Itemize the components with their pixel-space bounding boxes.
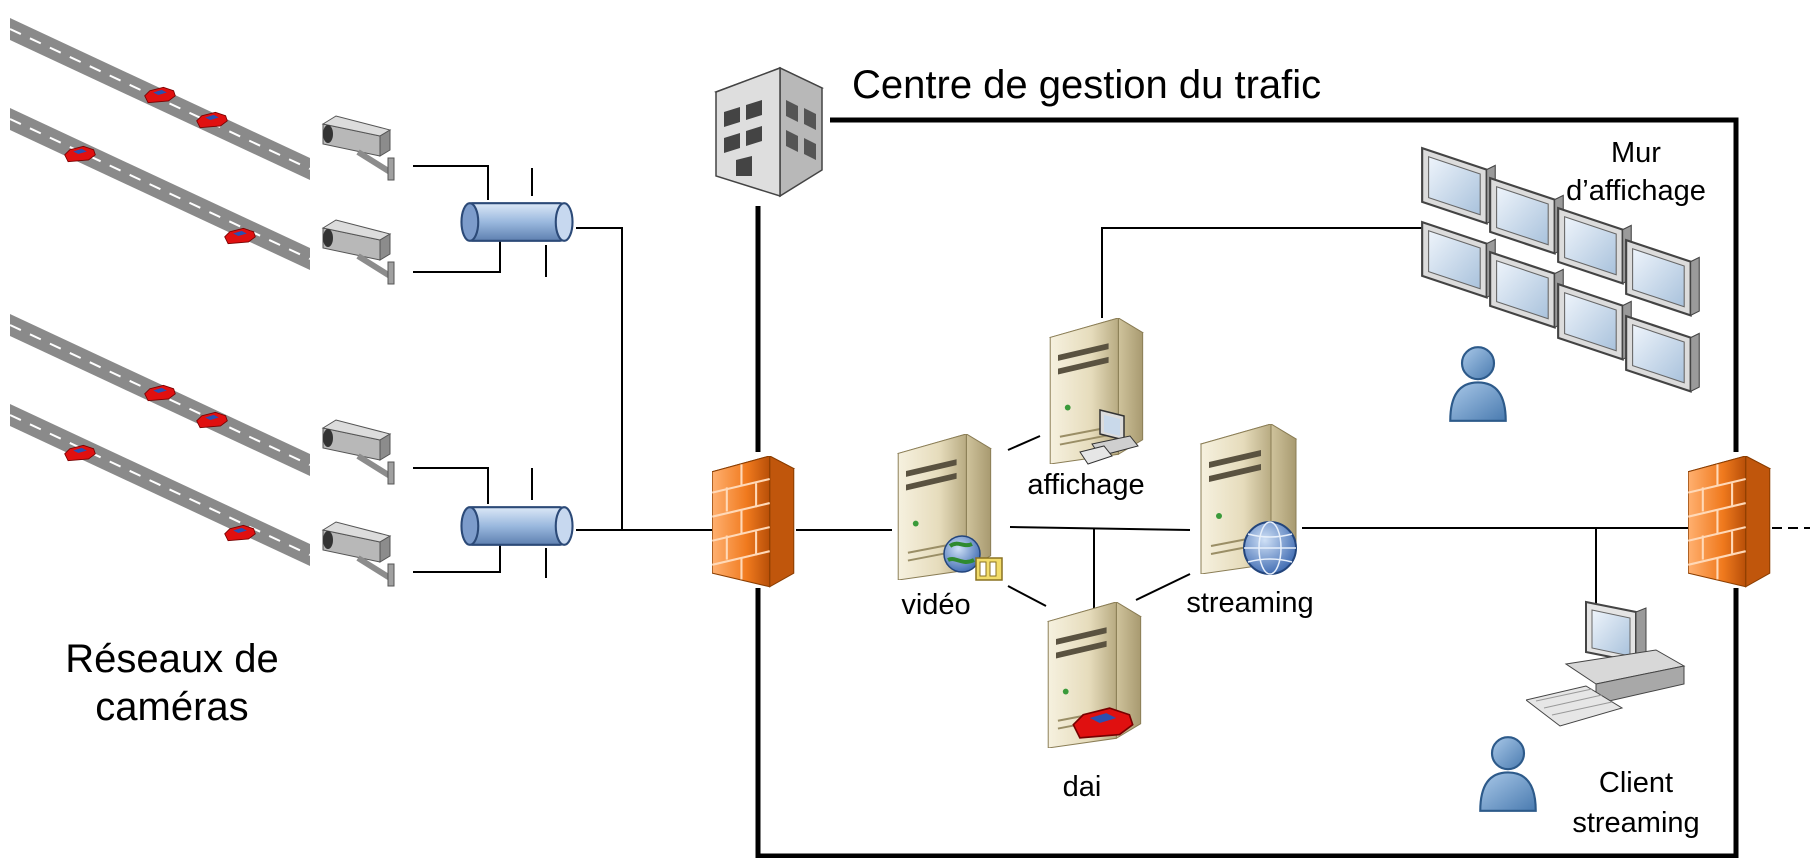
traffic-center-boundary [755, 117, 1739, 858]
hub-icon [460, 506, 574, 546]
firewall-icon [1688, 456, 1771, 588]
camera-networks-label: caméras [95, 685, 248, 729]
camera-icon [323, 522, 394, 586]
display-wall-label: d’affichage [1566, 175, 1706, 207]
display-wall-label: Mur [1611, 137, 1661, 169]
building-icon [714, 66, 824, 198]
camera-networks-label: Réseaux de [65, 637, 278, 681]
monitor-icon [1557, 207, 1633, 285]
client-label: Client [1599, 767, 1673, 799]
globe-icon [1243, 521, 1297, 575]
user-icon [1449, 346, 1507, 422]
road-group-bottom [9, 314, 311, 566]
firewall-icon [712, 456, 795, 588]
server-label-dai: dai [1063, 771, 1102, 803]
server-label-display: affichage [1027, 469, 1144, 501]
camera-cluster-top [323, 116, 574, 284]
monitor-icon [1489, 177, 1565, 255]
camera-cluster-bottom [323, 420, 574, 586]
monitor-icon [1421, 221, 1497, 299]
monitor-icon [1625, 239, 1701, 317]
camera-icon [323, 420, 394, 484]
connector-line [413, 544, 501, 573]
road-marking [9, 118, 311, 260]
connector-line [413, 467, 489, 504]
connector-line [576, 227, 623, 530]
road-marking [9, 414, 311, 556]
globe-video-icon [943, 535, 1003, 581]
road-group-top [9, 18, 311, 270]
camera-icon [323, 220, 394, 284]
server-label-video: vidéo [901, 589, 970, 621]
monitor-icon [1421, 147, 1497, 225]
monitor-icon [1489, 251, 1565, 329]
server-label-streaming: streaming [1186, 587, 1313, 619]
client-label: streaming [1572, 807, 1699, 839]
connector-line [413, 240, 501, 273]
desktop-computer-icon [1526, 601, 1685, 727]
internal-connections [796, 227, 1688, 626]
user-icon [1479, 736, 1537, 812]
monitor-icon [1557, 283, 1633, 361]
monitor-icon [1625, 315, 1701, 393]
workstation-small-icon [1079, 409, 1139, 465]
hub-icon [460, 202, 574, 242]
camera-icon [323, 116, 394, 180]
connector-line [413, 165, 489, 200]
center-title: Centre de gestion du trafic [852, 63, 1321, 107]
